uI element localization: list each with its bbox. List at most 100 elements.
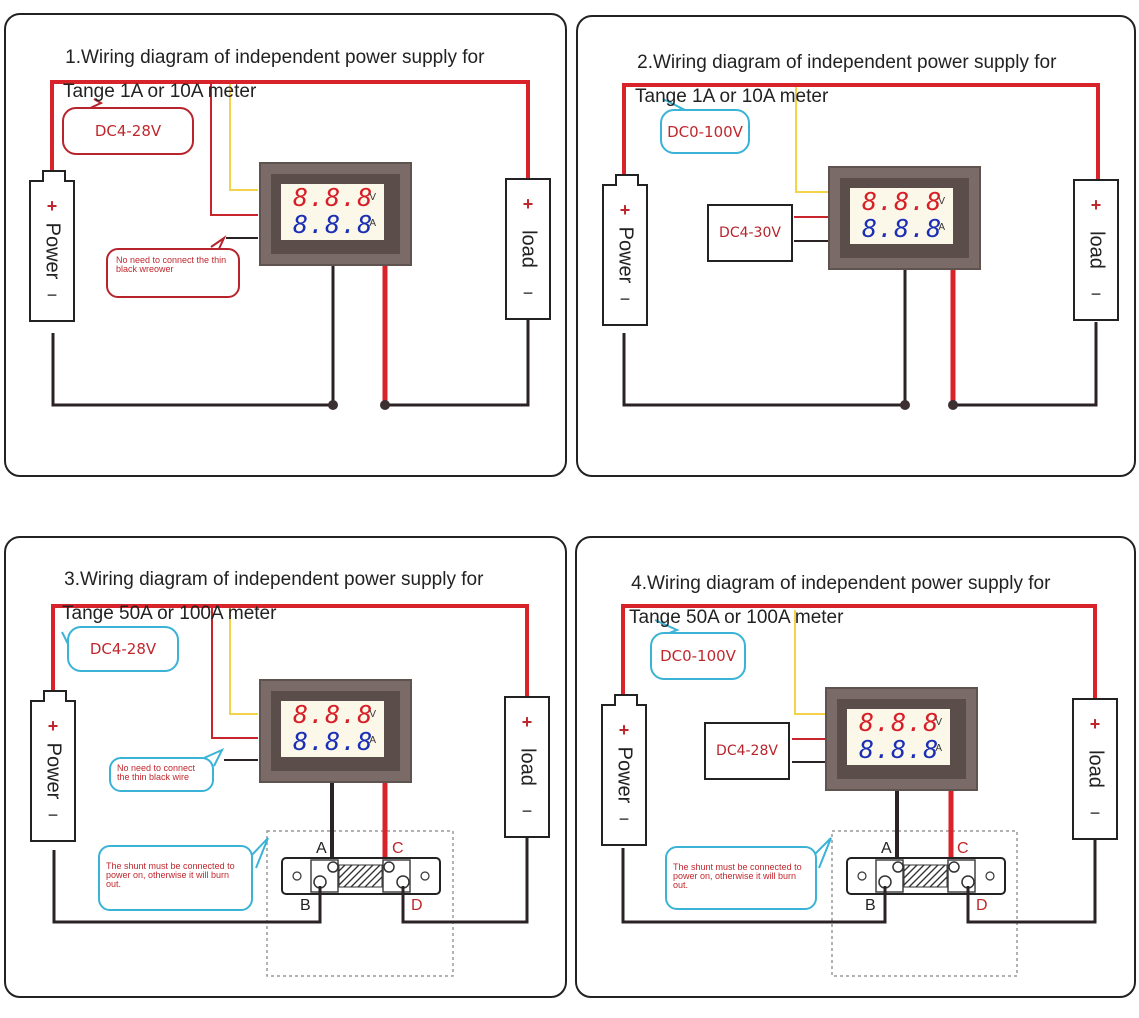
current-digits: 8.8.8: [293, 210, 374, 239]
diagram-panel-3: 3.Wiring diagram of independent power su…: [4, 536, 567, 998]
junction-dot: [328, 400, 338, 410]
wiring-lines: [51, 604, 529, 977]
diagram-panel-1: 1.Wiring diagram of independent power su…: [4, 13, 567, 477]
plus-sign: +: [47, 716, 59, 736]
negative-wire-power: [51, 265, 335, 407]
aux-supply-box: DC4-30V: [707, 204, 793, 262]
shunt-resistor: [846, 857, 1006, 895]
current-digits: 8.8.8: [293, 727, 374, 756]
negative-wire-load: [966, 834, 1097, 924]
battery-terminal: [615, 174, 639, 186]
meter-yellow-wire: [229, 84, 258, 191]
positive-wire: [621, 604, 1097, 698]
battery-terminal: [614, 694, 638, 706]
load-box: + load −: [1073, 179, 1119, 321]
shunt-note-tail: [812, 837, 832, 869]
power-battery: + Power −: [30, 690, 76, 842]
minus-sign: −: [619, 289, 631, 309]
title-line-2: Tange 1A or 10A meter: [635, 86, 829, 107]
plus-sign: +: [1089, 714, 1101, 734]
terminal-d-label: D: [411, 897, 423, 914]
shunt-note-tail: [250, 837, 269, 869]
shunt-dashed-outline: [831, 830, 1018, 977]
amp-unit: A: [935, 743, 942, 754]
title-line-1: 2.Wiring diagram of independent power su…: [637, 52, 1057, 73]
meter-red-thin-wire: [210, 82, 258, 216]
power-label: Power: [42, 742, 65, 800]
panel-title: 2.Wiring diagram of independent power su…: [616, 37, 1056, 139]
current-digits: 8.8.8: [862, 214, 943, 243]
battery-terminal: [42, 170, 66, 182]
amp-unit: A: [369, 218, 376, 229]
volt-amp-meter: 8.8.8 V 8.8.8 A: [825, 687, 978, 791]
power-battery: + Power −: [601, 694, 647, 846]
diagram-panel-4: 4.Wiring diagram of independent power su…: [575, 536, 1136, 998]
meter-display: 8.8.8 V 8.8.8 A: [847, 709, 950, 765]
volt-unit: V: [938, 196, 945, 207]
minus-sign: −: [1089, 803, 1101, 823]
volt-unit: V: [369, 192, 376, 203]
note-tail: [203, 747, 225, 767]
plus-sign: +: [521, 712, 533, 732]
power-label: Power: [41, 222, 64, 280]
power-label: Power: [614, 226, 637, 284]
voltage-digits: 8.8.8: [859, 708, 940, 737]
terminal-d-label: D: [976, 897, 988, 914]
diagram-panel-2: 2.Wiring diagram of independent power su…: [576, 15, 1136, 477]
negative-wire-power: [52, 850, 322, 924]
terminal-c-label: C: [392, 840, 404, 857]
load-label: load: [517, 230, 540, 268]
meter-display: 8.8.8 V 8.8.8 A: [850, 188, 953, 244]
negative-wire-power: [621, 848, 887, 924]
positive-wire: [622, 83, 1100, 183]
volt-unit: V: [935, 717, 942, 728]
plus-sign: +: [1090, 195, 1102, 215]
title-line-1: 1.Wiring diagram of independent power su…: [65, 47, 485, 68]
supply-voltage-bubble: DC0-100V: [660, 109, 750, 154]
meter-red-thin-wire: [211, 608, 258, 739]
thin-wire-note: No need to connect the thin black wire: [109, 757, 214, 792]
plus-sign: +: [46, 196, 58, 216]
volt-amp-meter: 8.8.8 V 8.8.8 A: [259, 679, 412, 783]
negative-wire-load: [385, 320, 530, 407]
plus-sign: +: [619, 200, 631, 220]
load-box: + load −: [504, 696, 550, 838]
meter-display: 8.8.8 V 8.8.8 A: [281, 184, 384, 240]
title-line-1: 4.Wiring diagram of independent power su…: [631, 573, 1051, 594]
wiring-lines: [621, 604, 1097, 977]
plus-sign: +: [522, 194, 534, 214]
title-line-2: Tange 1A or 10A meter: [63, 81, 257, 102]
power-battery: + Power −: [29, 170, 75, 322]
terminal-b-label: B: [300, 897, 311, 914]
title-line-2: Tange 50A or 100A meter: [629, 607, 844, 628]
supply-voltage-bubble: DC4-28V: [67, 626, 179, 672]
title-line-1: 3.Wiring diagram of independent power su…: [64, 569, 484, 590]
current-digits: 8.8.8: [859, 735, 940, 764]
load-label: load: [1084, 750, 1107, 788]
supply-voltage-bubble: DC0-100V: [650, 632, 746, 680]
terminal-a-label: A: [316, 840, 327, 857]
terminal-a-label: A: [881, 840, 892, 857]
shunt-resistor: [281, 857, 441, 895]
shunt-warning-note: The shunt must be connected to power on,…: [665, 846, 817, 910]
junction-dot: [380, 400, 390, 410]
meter-yellow-wire: [794, 610, 825, 715]
power-battery: + Power −: [602, 174, 648, 326]
aux-supply-box: DC4-28V: [704, 722, 790, 780]
volt-unit: V: [369, 709, 376, 720]
power-label: Power: [613, 746, 636, 804]
load-box: + load −: [505, 178, 551, 320]
minus-sign: −: [47, 805, 59, 825]
shunt-warning-note: The shunt must be connected to power on,…: [98, 845, 253, 911]
junction-dot: [900, 400, 910, 410]
minus-sign: −: [46, 285, 58, 305]
plus-sign: +: [618, 720, 630, 740]
meter-yellow-wire: [229, 608, 258, 715]
minus-sign: −: [1090, 284, 1102, 304]
panel-title: 3.Wiring diagram of independent power su…: [43, 554, 483, 656]
load-label: load: [1085, 231, 1108, 269]
junction-dot: [948, 400, 958, 410]
minus-sign: −: [522, 283, 534, 303]
wiring-lines: [622, 83, 1100, 410]
note-tail: [210, 235, 227, 252]
